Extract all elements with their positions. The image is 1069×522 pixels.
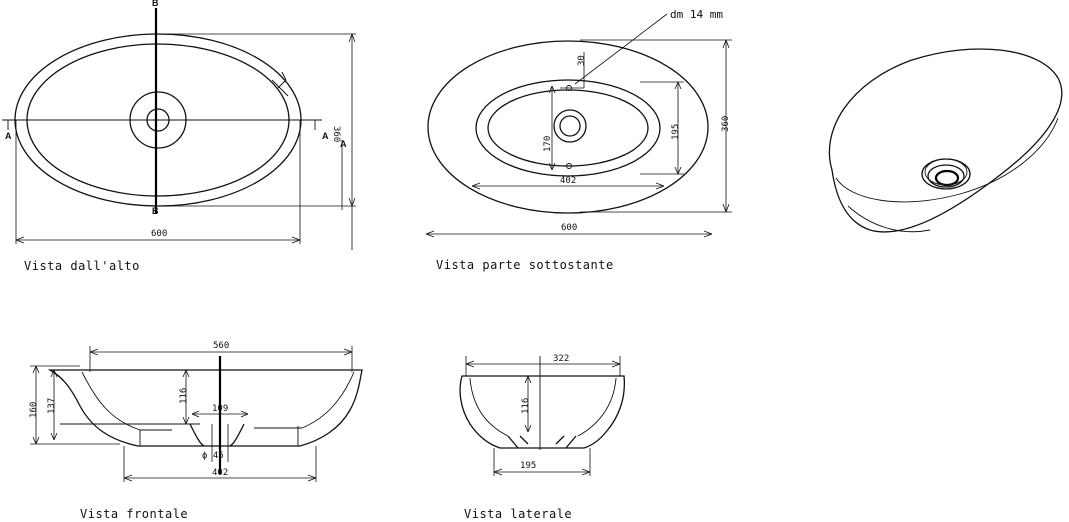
dim-label-360: 360 — [721, 116, 731, 132]
dim-label-600: 600 — [561, 223, 577, 233]
section-label-b-top: B — [152, 0, 159, 8]
side-view: 322 116 195 Vista laterale — [459, 354, 626, 521]
underside-base-outer — [475, 79, 661, 177]
section-label-b-bottom: B — [152, 206, 159, 216]
caption-side-view: Vista laterale — [464, 507, 572, 521]
dim-label-195: 195 — [671, 124, 681, 140]
side-drain-feet — [507, 435, 577, 449]
bottom-view: dm 14 mm 30 170 195 402 360 600 Vista pa… — [425, 8, 732, 272]
basin-3d-drain-inner — [934, 169, 960, 187]
note-thickness: dm 14 mm — [670, 8, 723, 21]
underside-outline — [427, 40, 709, 214]
front-view: 560 160 137 116 109 ϕ 45 402 Vista front… — [29, 341, 363, 521]
dim-label-137: 137 — [47, 398, 57, 414]
caption-front-view: Vista frontale — [80, 507, 188, 521]
dim-label-322: 322 — [553, 354, 569, 364]
basin-3d-outline — [828, 48, 1063, 233]
overflow-hole-bottom — [566, 163, 572, 169]
drain-underside-inner — [559, 115, 581, 137]
front-inner-left — [81, 371, 172, 431]
side-outline — [459, 375, 626, 449]
section-label-a-right: A — [322, 131, 329, 141]
section-label-a-left: A — [5, 131, 12, 141]
dim-label-560: 560 — [213, 341, 229, 351]
basin-3d-drain-mid — [927, 164, 965, 188]
dim-label-170: 170 — [543, 136, 553, 152]
note-leader — [574, 13, 668, 85]
front-outline — [47, 369, 363, 447]
dim-label-116-front: 116 — [179, 388, 189, 404]
dim-label-402-front: 402 — [212, 468, 228, 478]
section-label-a-side: A — [340, 139, 347, 149]
front-drain-feet — [189, 423, 245, 447]
top-view: A A B B 600 360 A Vista dall'alto — [2, 0, 356, 273]
dim-label-109: 109 — [212, 404, 228, 414]
drain-underside-outer — [553, 109, 587, 143]
dim-label-width: 600 — [151, 229, 167, 239]
rim-tick — [271, 71, 289, 97]
dim-label-30: 30 — [577, 55, 587, 66]
caption-top-view: Vista dall'alto — [24, 259, 140, 273]
front-inner-right — [254, 371, 355, 429]
dim-label-195-side: 195 — [520, 461, 536, 471]
dim-label-diameter: ϕ 45 — [202, 451, 224, 461]
underside-base-inner — [487, 89, 649, 167]
isometric-view — [828, 48, 1063, 233]
dim-label-116-side: 116 — [521, 398, 531, 414]
basin-3d-base-line — [847, 205, 931, 233]
dim-label-height: 360 — [331, 126, 341, 142]
basin-3d-rim-line — [835, 117, 1059, 203]
caption-bottom-view: Vista parte sottostante — [436, 258, 614, 272]
dim-label-402: 402 — [560, 176, 576, 186]
side-inner-walls — [469, 377, 617, 437]
dim-label-160: 160 — [29, 402, 39, 418]
